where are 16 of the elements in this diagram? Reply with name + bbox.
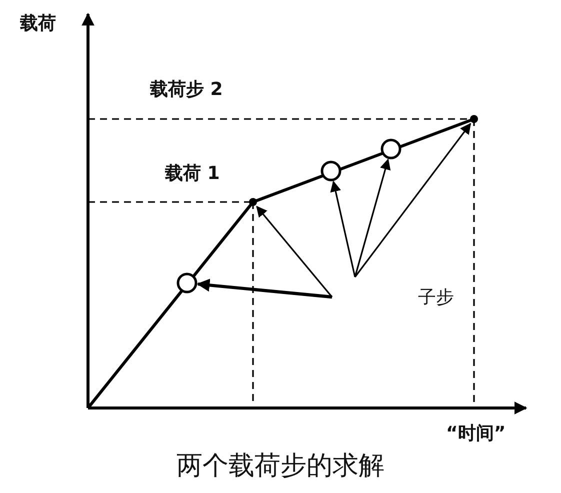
load-label: 载荷 1 (165, 164, 220, 184)
arrow (330, 180, 356, 278)
axis-label: “时间” (446, 424, 506, 444)
point-marker (468, 113, 480, 125)
arrow (354, 158, 391, 278)
substep-label: 子步 (418, 288, 454, 308)
load-step-label: 载荷步 2 (150, 80, 223, 100)
arrow (354, 122, 472, 278)
caption: 两个载荷步的求解 (176, 452, 386, 481)
arrow (256, 206, 333, 298)
axis-label: 载荷 (20, 14, 56, 34)
substep-circle (320, 160, 342, 182)
substep-circle (380, 138, 402, 160)
arrow (196, 278, 332, 299)
point-marker (247, 196, 259, 208)
substep-circle (176, 272, 198, 294)
